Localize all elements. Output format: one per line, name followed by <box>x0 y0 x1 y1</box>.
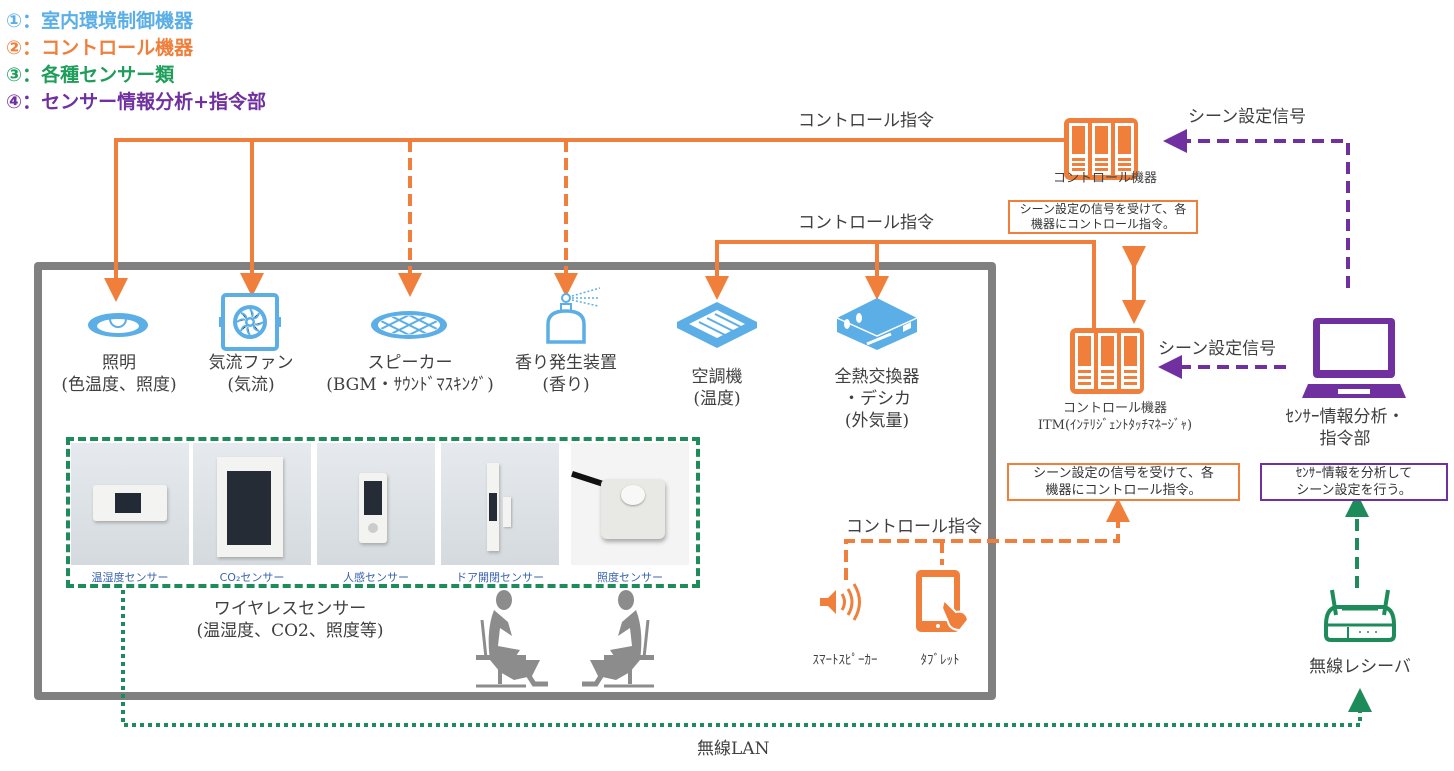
legend-marker: ② <box>6 37 23 59</box>
control-bus-top <box>104 138 1070 302</box>
ceiling-speaker-icon <box>371 311 447 339</box>
device-name: 全熱交換器 <box>834 367 920 387</box>
controller-subname: ITM(ｲﾝﾃﾘｼﾞｪﾝﾄﾀｯﾁﾏﾈｰｼﾞｬ) <box>1037 418 1193 433</box>
sensor-group-box <box>66 437 700 588</box>
device-detail: (温度) <box>693 389 741 409</box>
control-command-label-top: コントロール指令 <box>798 111 934 131</box>
wireless-receiver-icon <box>1324 589 1396 642</box>
tablet-icon <box>916 570 970 632</box>
scene-signal-lines <box>1158 129 1350 379</box>
sensor-group-title: ワイヤレスセンサー <box>213 599 367 619</box>
analysis-name: ｾﾝｻｰ情報分析・ <box>1285 407 1405 427</box>
sensor-photo-illuminance <box>571 443 689 565</box>
controller-icon-top <box>1064 118 1138 180</box>
device-detail: ・デシカ <box>843 389 911 409</box>
aroma-diffuser-icon <box>546 287 601 344</box>
legend-item-analysis: ④：センサー情報分析+指令部 <box>6 91 267 113</box>
device-label-speaker: スピーカー(BGM・ｻｳﾝﾄﾞﾏｽｷﾝｸﾞ) <box>314 352 506 396</box>
device-label-air-conditioner: 空調機(温度) <box>667 366 767 410</box>
smart-speaker-label: ｽﾏｰﾄｽﾋﾟｰｶｰ <box>812 653 878 668</box>
wireless-sensor-label: ワイヤレスセンサー(温湿度、CO2、照度等) <box>170 598 410 642</box>
sensor-photo-co2 <box>193 443 311 565</box>
sensor-group-detail: (温湿度、CO2、照度等) <box>196 621 384 641</box>
heat-exchanger-icon <box>836 298 918 350</box>
device-name: 気流ファン <box>208 353 294 373</box>
device-detail: (気流) <box>227 375 275 395</box>
smart-speaker-icon <box>820 583 861 621</box>
device-name: 香り発生装置 <box>515 353 617 373</box>
sensor-photo-motion <box>317 443 435 565</box>
analysis-name: 指令部 <box>1319 429 1371 449</box>
device-name: 照明 <box>102 353 136 373</box>
wireless-lines <box>121 493 1372 727</box>
legend-text: 室内環境制御機器 <box>41 10 194 32</box>
device-name: 空調機 <box>691 367 743 387</box>
control-bus-mid <box>705 240 1146 330</box>
sensor-label: ドア開閉センサー <box>456 571 544 584</box>
scene-signal-label-top: シーン設定信号 <box>1188 107 1307 127</box>
sensor-label: 人感センサー <box>343 571 409 584</box>
person-silhouette-left <box>476 590 548 688</box>
legend-marker: ④ <box>6 91 23 113</box>
note-line: シーン設定の信号を受けて、各 <box>1033 466 1214 481</box>
control-bus-bottom <box>844 498 1130 580</box>
wireless-lan-label: 無線LAN <box>697 739 770 759</box>
controller-icon-itm <box>1070 328 1144 394</box>
legend-item-control-device: ②：コントロール機器 <box>6 37 194 59</box>
sensor-label: CO₂センサー <box>219 571 285 584</box>
legend-marker: ① <box>6 10 23 32</box>
device-name: スピーカー <box>367 353 453 373</box>
sensor-label: 温湿度センサー <box>91 571 169 584</box>
device-label-heat-exchanger: 全熱交換器・デシカ(外気量) <box>812 366 942 432</box>
note-line: シーン設定の信号を受けて、各 <box>1019 202 1187 216</box>
fan-icon <box>219 293 281 351</box>
tablet-label: ﾀﾌﾞﾚｯﾄ <box>920 653 960 668</box>
legend-text: コントロール機器 <box>41 37 194 59</box>
sensor-photo-door <box>441 443 559 565</box>
controller-itm-note: シーン設定の信号を受けて、各機器にコントロール指令。 <box>1007 463 1240 501</box>
note-line: ｾﾝｻｰ情報を分析して <box>1295 466 1413 481</box>
laptop-icon <box>1302 318 1406 398</box>
note-line: シーン設定を行う。 <box>1296 483 1412 498</box>
note-line: 機器にコントロール指令。 <box>1045 483 1202 498</box>
note-line: 機器にコントロール指令。 <box>1030 217 1175 231</box>
receiver-label: 無線レシーバ <box>1309 657 1411 677</box>
air-conditioner-icon <box>677 302 757 348</box>
controller-top-label: コントロール機器 <box>1052 171 1157 186</box>
person-silhouette-right <box>582 590 654 688</box>
control-command-label-bottom: コントロール指令 <box>846 517 982 537</box>
scene-signal-label-mid: シーン設定信号 <box>1158 339 1277 359</box>
room-boundary <box>34 262 996 700</box>
sensor-label: 照度センサー <box>597 571 663 584</box>
controller-name: コントロール機器 <box>1062 401 1167 416</box>
legend-item-sensors: ③：各種センサー類 <box>6 64 175 86</box>
legend-text: センサー情報分析+指令部 <box>41 91 267 113</box>
analysis-note: ｾﾝｻｰ情報を分析してシーン設定を行う。 <box>1260 463 1448 501</box>
controller-itm-label: コントロール機器 ITM(ｲﾝﾃﾘｼﾞｪﾝﾄﾀｯﾁﾏﾈｰｼﾞｬ) <box>1000 400 1230 434</box>
device-label-fan: 気流ファン(気流) <box>186 352 316 396</box>
device-detail: (香り) <box>542 375 590 395</box>
legend-marker: ③ <box>6 64 23 86</box>
device-label-aroma: 香り発生装置(香り) <box>496 352 636 396</box>
control-command-label-mid: コントロール指令 <box>798 213 934 233</box>
device-detail: (BGM・ｻｳﾝﾄﾞﾏｽｷﾝｸﾞ) <box>326 375 494 395</box>
device-detail: (外気量) <box>844 411 910 431</box>
device-label-lighting: 照明(色温度、照度) <box>38 352 200 396</box>
device-detail: (色温度、照度) <box>61 375 177 395</box>
sensor-photo-temp-humidity <box>71 443 189 565</box>
legend-text: 各種センサー類 <box>41 64 175 86</box>
legend-item-indoor-control: ①：室内環境制御機器 <box>6 10 194 32</box>
controller-top-note: シーン設定の信号を受けて、各機器にコントロール指令。 <box>1008 200 1198 234</box>
analysis-label: ｾﾝｻｰ情報分析・指令部 <box>1270 406 1420 450</box>
downlight-icon <box>88 313 148 337</box>
